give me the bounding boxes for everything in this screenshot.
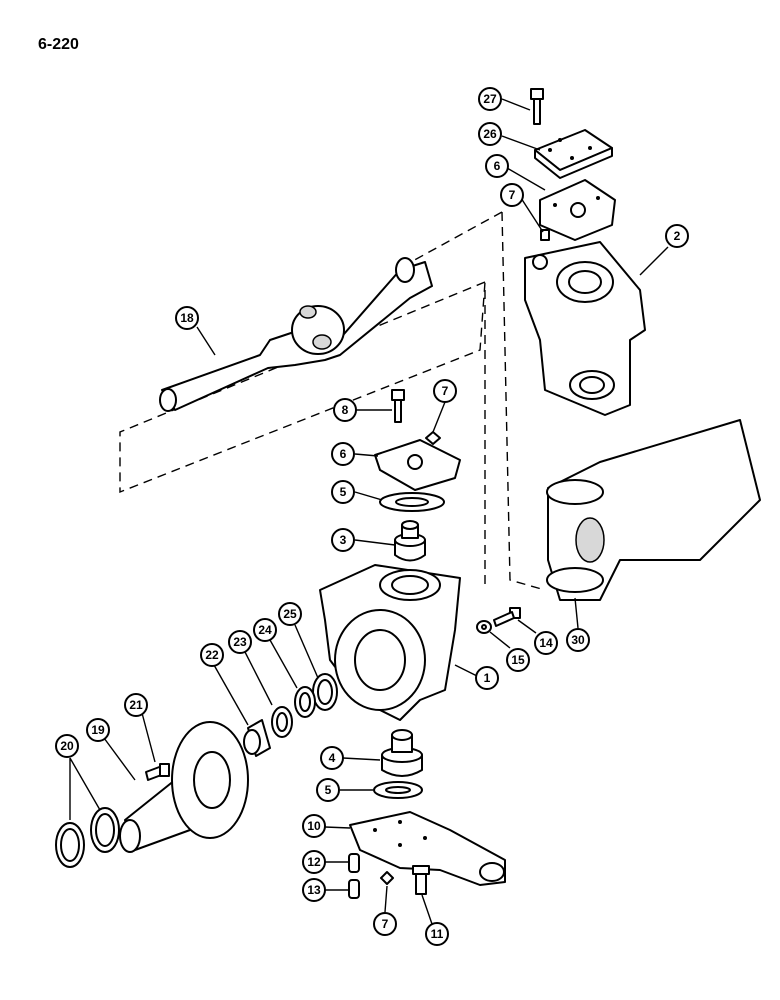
page-number-label: 6-220 — [38, 36, 79, 53]
part-23-bearing-cup — [271, 706, 293, 738]
svg-text:27: 27 — [483, 92, 497, 106]
callout-6-upper: 6 — [485, 154, 509, 178]
svg-text:25: 25 — [283, 607, 297, 621]
callout-3: 3 — [331, 528, 355, 552]
callout-5-lower: 5 — [316, 778, 340, 802]
part-2-swivel-housing — [524, 241, 646, 416]
part-21-bolt — [145, 763, 170, 781]
part-11-bolt — [412, 865, 430, 895]
svg-text:8: 8 — [342, 403, 349, 417]
part-3-king-pin-upper — [394, 520, 426, 562]
part-18-drive-shaft — [159, 257, 433, 412]
callout-12: 12 — [302, 850, 326, 874]
svg-text:3: 3 — [340, 533, 347, 547]
part-1-steering-knuckle — [319, 564, 461, 721]
svg-text:5: 5 — [340, 485, 347, 499]
alignment-line-upper — [119, 211, 503, 494]
svg-text:13: 13 — [307, 883, 321, 897]
callout-4: 4 — [320, 746, 344, 770]
part-22-bush — [243, 719, 271, 757]
callout-6-lower: 6 — [331, 442, 355, 466]
svg-text:11: 11 — [431, 927, 444, 941]
callout-25: 25 — [278, 602, 302, 626]
callout-14: 14 — [534, 631, 558, 655]
part-13-roll-pin — [348, 879, 360, 899]
svg-text:26: 26 — [483, 127, 497, 141]
callout-15: 15 — [506, 648, 530, 672]
svg-text:7: 7 — [382, 917, 389, 931]
svg-text:6: 6 — [494, 159, 501, 173]
leader-lines — [69, 98, 669, 925]
callout-19: 19 — [86, 718, 110, 742]
part-4-king-pin-lower — [381, 729, 423, 777]
svg-text:7: 7 — [442, 384, 449, 398]
callout-10: 10 — [302, 814, 326, 838]
alignment-line-housing — [501, 211, 546, 591]
part-7-grease-nipple-upper — [540, 229, 550, 241]
svg-text:19: 19 — [91, 723, 105, 737]
part-10-steering-arm — [349, 811, 506, 886]
part-24-bearing-cone — [294, 686, 316, 718]
callout-22: 22 — [200, 643, 224, 667]
part-20-lock-rings — [55, 807, 120, 868]
callout-2: 2 — [665, 224, 689, 248]
callout-23: 23 — [228, 630, 252, 654]
svg-text:2: 2 — [674, 229, 681, 243]
svg-text:22: 22 — [205, 648, 219, 662]
svg-text:30: 30 — [571, 633, 585, 647]
svg-text:21: 21 — [129, 698, 143, 712]
svg-text:24: 24 — [258, 623, 272, 637]
callout-21: 21 — [124, 693, 148, 717]
callout-1: 1 — [475, 666, 499, 690]
part-14-bolt — [493, 607, 521, 627]
svg-text:12: 12 — [307, 855, 321, 869]
callout-24: 24 — [253, 618, 277, 642]
part-26-cap-plate — [534, 129, 613, 179]
callout-11: 11 — [425, 922, 449, 946]
svg-text:15: 15 — [511, 653, 525, 667]
svg-text:1: 1 — [484, 671, 491, 685]
svg-text:14: 14 — [539, 636, 553, 650]
svg-text:7: 7 — [509, 188, 516, 202]
part-6-lower-plate — [374, 439, 461, 491]
svg-text:10: 10 — [307, 819, 321, 833]
callout-18: 18 — [175, 306, 199, 330]
svg-text:23: 23 — [233, 635, 247, 649]
callout-26: 26 — [478, 122, 502, 146]
callout-7-lower: 7 — [373, 912, 397, 936]
callout-8: 8 — [333, 398, 357, 422]
part-27-bolt — [530, 88, 544, 125]
svg-text:20: 20 — [60, 739, 74, 753]
part-7-grease-nipple-lower — [380, 871, 394, 885]
part-7-grease-nipple-mid — [425, 431, 441, 445]
callout-20: 20 — [55, 734, 79, 758]
callout-27: 27 — [478, 87, 502, 111]
svg-text:18: 18 — [180, 311, 194, 325]
callout-5-upper: 5 — [331, 480, 355, 504]
part-19-hub-spindle — [119, 721, 249, 853]
part-8-bolt — [391, 389, 405, 423]
callout-7-upper: 7 — [500, 183, 524, 207]
svg-text:5: 5 — [325, 783, 332, 797]
part-5-shim-washer-upper — [379, 492, 445, 512]
part-30-axle-housing — [546, 419, 761, 601]
part-15-washer — [476, 620, 492, 634]
svg-text:4: 4 — [329, 751, 336, 765]
callout-13: 13 — [302, 878, 326, 902]
part-5-shim-washer-lower — [373, 781, 423, 799]
part-12-roll-pin — [348, 853, 360, 873]
callout-30: 30 — [566, 628, 590, 652]
svg-text:6: 6 — [340, 447, 347, 461]
part-6-upper-plate — [539, 179, 616, 241]
callout-7-mid: 7 — [433, 379, 457, 403]
part-25-bearing-cup — [312, 673, 338, 711]
